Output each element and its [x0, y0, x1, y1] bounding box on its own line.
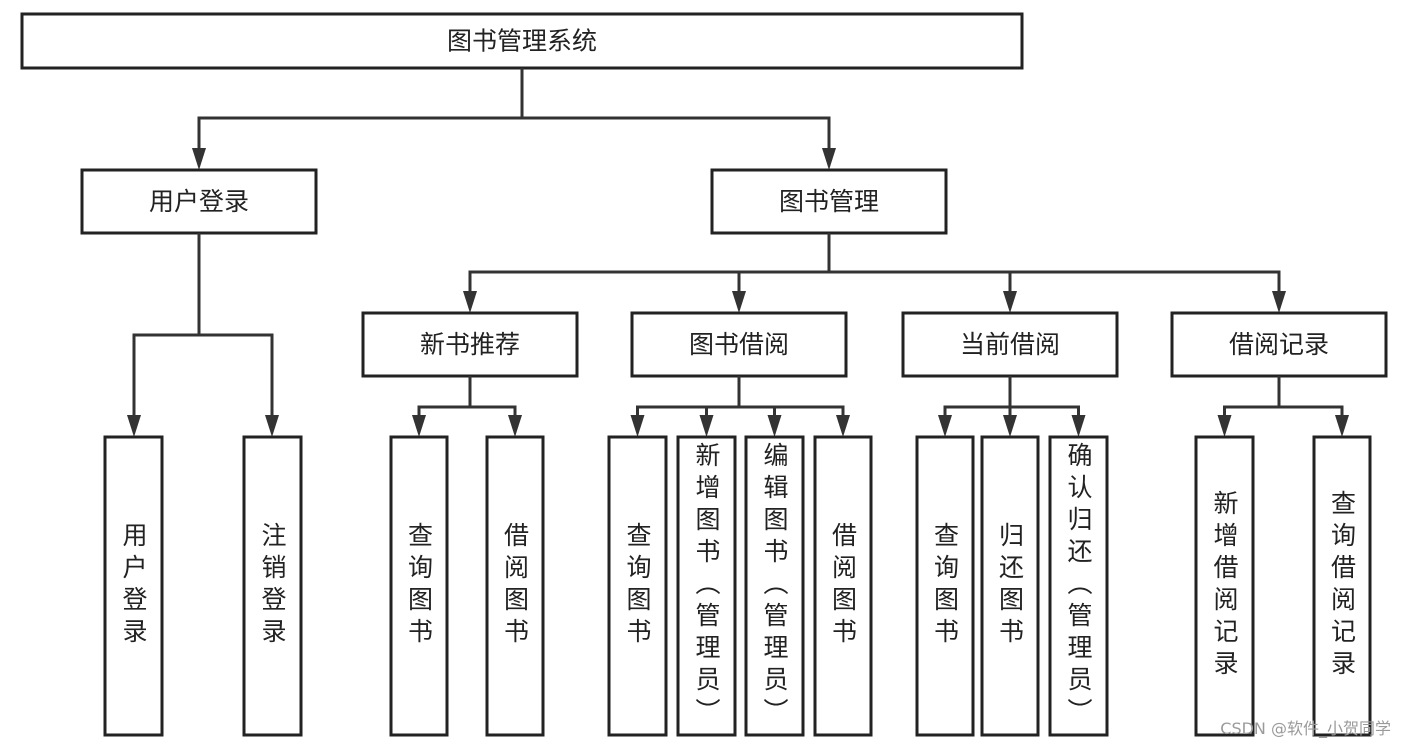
- leaf-node-box: [389, 435, 449, 737]
- level2-node-box: [361, 311, 579, 378]
- leaf-node-label: 用户登录: [119, 522, 148, 650]
- arrow-icon: [412, 415, 426, 437]
- leaf-node-box: [744, 435, 805, 737]
- arrow-icon: [630, 415, 645, 437]
- arrow-icon: [1217, 415, 1232, 437]
- level1-node-label: 用户登录: [149, 187, 249, 216]
- arrow-icon: [938, 415, 952, 437]
- arrow-icon: [1335, 415, 1349, 437]
- arrow-icon: [463, 291, 477, 313]
- arrow-icon: [1003, 415, 1017, 437]
- leaf-node-box: [607, 435, 668, 737]
- level2-node-label: 图书借阅: [689, 330, 789, 359]
- arrow-icon: [767, 415, 782, 437]
- leaf-node-label: 注销登录: [258, 522, 287, 650]
- leaf-node-label: 借阅图书: [829, 522, 858, 650]
- leaf-node-label: 新增图书（管理员）: [692, 442, 721, 730]
- group-branch: [1223, 405, 1344, 417]
- leaf-node-label: 查询图书: [931, 522, 960, 650]
- arrow-icon: [732, 291, 746, 313]
- group-branch: [636, 405, 845, 417]
- leaf-node-box: [915, 435, 975, 737]
- leaf-node-label: 确认归还（管理员）: [1064, 442, 1093, 730]
- leaf-node-box: [980, 435, 1040, 737]
- level2-node-label: 借阅记录: [1229, 330, 1329, 359]
- leaf-node-box: [103, 435, 164, 737]
- leaf-node-label: 查询借阅记录: [1328, 490, 1357, 682]
- leaf-node-box: [1194, 435, 1255, 737]
- leaf-node-label: 借阅图书: [501, 522, 530, 650]
- arrow-icon: [508, 415, 522, 437]
- leaf-node-box: [676, 435, 737, 737]
- level2-node-label: 当前借阅: [960, 330, 1060, 359]
- leaf-node-box: [1312, 435, 1372, 737]
- level1-node-box: [80, 168, 318, 235]
- leaf-node-label: 查询图书: [405, 522, 434, 650]
- arrow-icon: [699, 415, 714, 437]
- root-node-box: [20, 12, 1024, 70]
- root-branch: [197, 116, 831, 150]
- arrow-icon: [127, 415, 141, 437]
- level1-node-label: 图书管理: [779, 187, 879, 216]
- arrow-icon: [1272, 291, 1286, 313]
- watermark: CSDN @软件_小贺同学: [1220, 719, 1391, 738]
- arrow-icon: [836, 415, 850, 437]
- book-branch: [468, 270, 1281, 293]
- arrow-icon: [1071, 415, 1086, 437]
- leaf-node-label: 归还图书: [996, 522, 1025, 650]
- leaf-node-label: 编辑图书（管理员）: [760, 442, 789, 730]
- level2-node-box: [630, 311, 848, 378]
- leaf-node-label: 新增借阅记录: [1210, 490, 1239, 682]
- root-node-label: 图书管理系统: [447, 27, 597, 56]
- arrow-icon: [192, 148, 206, 170]
- leaf-node-box: [813, 435, 873, 737]
- arrow-icon: [822, 148, 836, 170]
- user-branch: [132, 333, 274, 417]
- leaf-node-box: [1048, 435, 1109, 737]
- level2-node-label: 新书推荐: [420, 330, 520, 359]
- leaf-node-label: 查询图书: [623, 522, 652, 650]
- group-branch: [417, 405, 517, 417]
- level2-node-box: [901, 311, 1119, 378]
- arrow-icon: [265, 415, 279, 437]
- arrow-icon: [1003, 291, 1017, 313]
- leaf-node-box: [242, 435, 303, 737]
- leaf-node-box: [485, 435, 545, 737]
